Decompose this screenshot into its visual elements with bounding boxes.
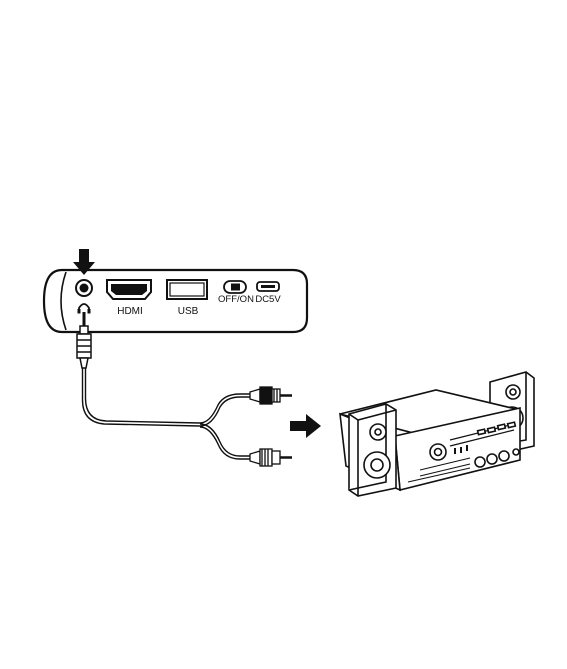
audio-plug [77,312,91,368]
front-speaker [349,404,396,496]
arrow-right-icon [290,414,321,438]
stereo-system [340,372,534,496]
dc5v-label: DC5V [255,294,281,305]
rca-plug-black [250,387,292,404]
usb-port [167,280,207,299]
usb-label: USB [178,306,199,317]
audio-jack-port [76,280,92,296]
dc5v-port [257,282,279,291]
hdmi-port [107,280,151,299]
rca-plug-white [250,449,292,466]
hdmi-label: HDMI [117,306,143,317]
power-switch-label: OFF/ON [218,294,254,305]
audio-cable [83,368,253,459]
power-switch [224,281,246,293]
